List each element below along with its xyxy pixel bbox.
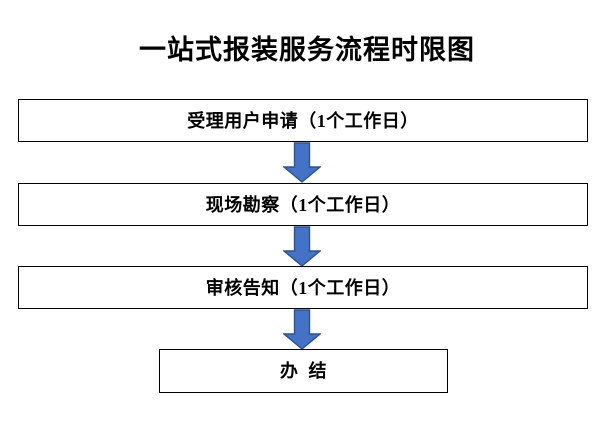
flow-node-review-notify[interactable]: 审核告知（1个工作日） (18, 266, 588, 309)
flow-node-site-survey[interactable]: 现场勘察（1个工作日） (18, 183, 588, 226)
arrow-down-icon (283, 309, 321, 350)
flow-node-label: 受理用户申请（1个工作日） (187, 110, 419, 131)
flow-node-label: 现场勘察（1个工作日） (205, 194, 401, 215)
flow-node-label: 审核告知（1个工作日） (205, 277, 401, 298)
arrow-down-icon (283, 142, 321, 183)
flow-node-complete[interactable]: 办 结 (159, 349, 448, 393)
flow-node-receive-application[interactable]: 受理用户申请（1个工作日） (18, 99, 588, 142)
flow-node-label: 办 结 (280, 361, 327, 381)
page-title: 一站式报装服务流程时限图 (139, 35, 475, 65)
arrow-down-icon (283, 226, 321, 267)
